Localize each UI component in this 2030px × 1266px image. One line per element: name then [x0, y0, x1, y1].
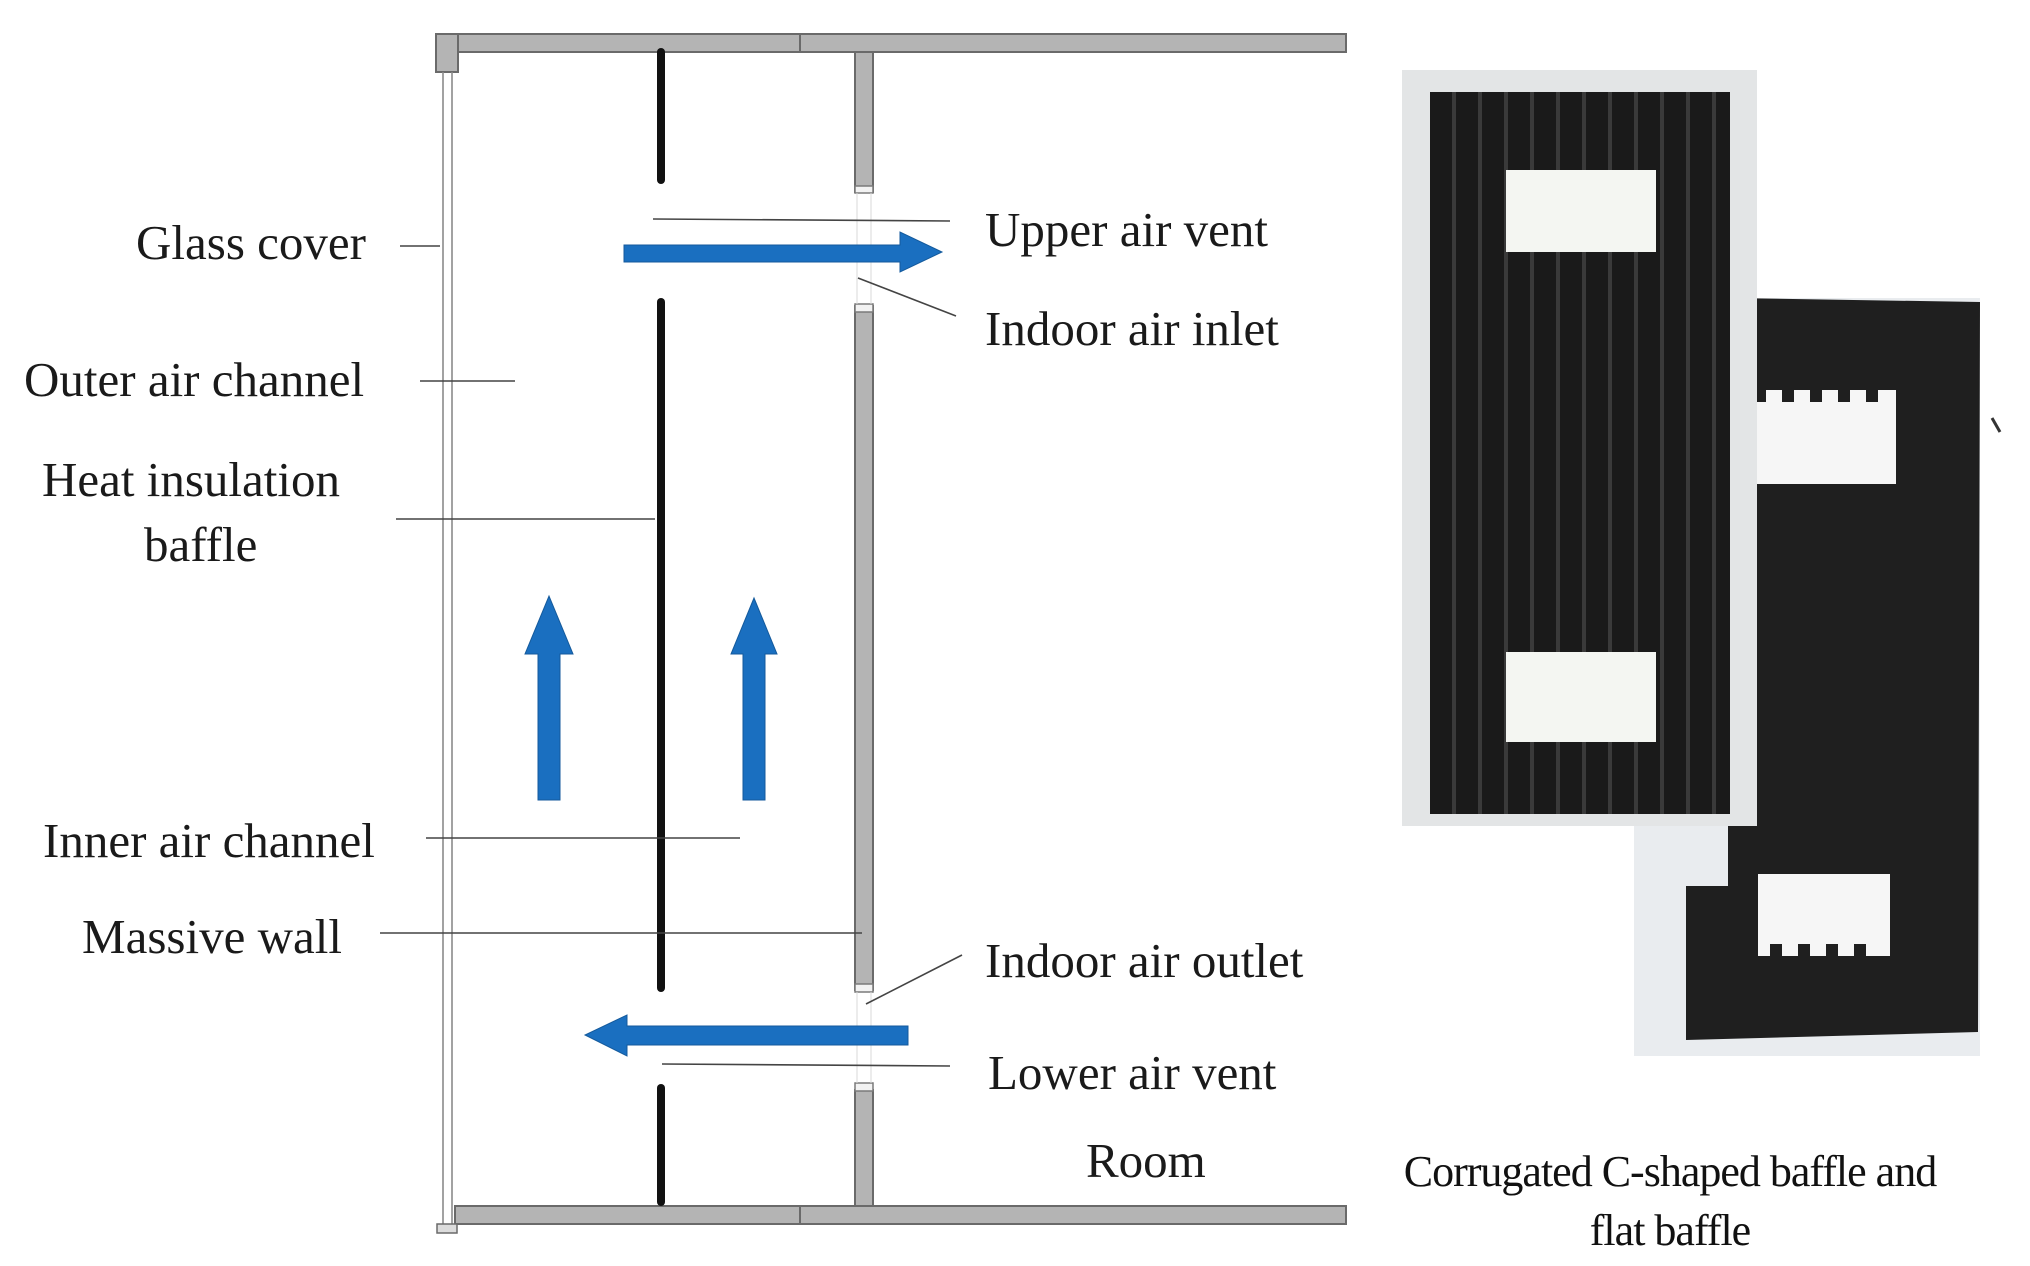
corrugated-baffle-photo — [1402, 70, 1757, 826]
photo-caption-line1: Corrugated C-shaped baffle and — [1403, 1147, 1937, 1196]
glass-cover-bottom-cap — [436, 1223, 458, 1234]
label-room: Room — [1086, 1133, 1206, 1188]
photo-caption: Corrugated C-shaped baffle and flat baff… — [1350, 1142, 1990, 1261]
massive-wall-caps — [854, 185, 874, 1092]
indoor-air-inlet-leader — [857, 277, 957, 317]
upper-air-arrow — [623, 231, 944, 273]
label-lower-air-vent: Lower air vent — [988, 1045, 1277, 1100]
label-heat-insulation-baffle-line1: Heat insulation — [42, 452, 341, 507]
label-inner-air-channel: Inner air channel — [43, 813, 375, 868]
bottom-wall — [454, 1089, 1347, 1225]
photo-caption-line2: flat baffle — [1589, 1206, 1751, 1256]
indoor-air-outlet-leader — [865, 954, 963, 1005]
label-massive-wall: Massive wall — [82, 909, 342, 964]
label-upper-air-vent: Upper air vent — [985, 202, 1268, 257]
lower-air-vent-leader — [661, 1063, 951, 1067]
lower-air-arrow — [583, 1014, 909, 1057]
label-heat-insulation-baffle-line2: baffle — [144, 517, 258, 572]
label-indoor-air-inlet: Indoor air inlet — [985, 301, 1279, 356]
massive-wall — [854, 305, 874, 991]
glass-cover — [442, 72, 453, 1226]
label-indoor-air-outlet: Indoor air outlet — [985, 933, 1304, 988]
label-glass-cover: Glass cover — [136, 215, 366, 270]
outer-channel-up-arrow — [524, 594, 574, 801]
photo-edge-mark — [1990, 417, 2002, 433]
inner-channel-up-arrow — [730, 596, 778, 801]
top-wall — [435, 33, 1347, 193]
airflow-arrows — [524, 231, 944, 1057]
leader-lines — [380, 218, 963, 1067]
baffle-photos — [1402, 70, 2002, 1056]
upper-air-vent-leader — [652, 218, 951, 222]
label-outer-air-channel: Outer air channel — [24, 352, 365, 407]
